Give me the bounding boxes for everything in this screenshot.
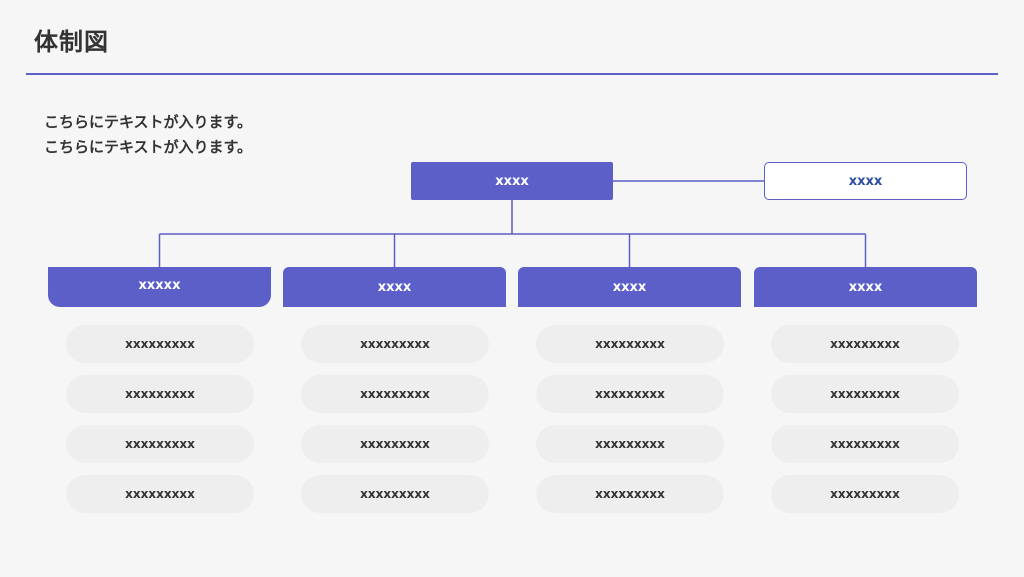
department-label: xxxx: [848, 279, 883, 295]
list-item: xxxxxxxxx: [771, 325, 959, 363]
department-header-2: xxxx: [283, 267, 506, 307]
side-node-label: xxxx: [848, 173, 883, 189]
department-label: xxxxx: [138, 277, 181, 293]
intro-line: こちらにテキストが入ります。: [44, 113, 253, 131]
intro-line: こちらにテキストが入ります。: [44, 138, 253, 156]
department-label: xxxx: [612, 279, 647, 295]
list-item: xxxxxxxxx: [536, 425, 724, 463]
title-divider: [26, 73, 998, 75]
intro-text: こちらにテキストが入ります。 こちらにテキストが入ります。: [44, 110, 252, 160]
list-item: xxxxxxxxx: [771, 425, 959, 463]
list-item: xxxxxxxxx: [66, 375, 254, 413]
list-item: xxxxxxxxx: [301, 325, 489, 363]
list-item: xxxxxxxxx: [301, 375, 489, 413]
list-item: xxxxxxxxx: [301, 475, 489, 513]
list-item: xxxxxxxxx: [66, 425, 254, 463]
list-item: xxxxxxxxx: [66, 325, 254, 363]
list-item: xxxxxxxxx: [771, 475, 959, 513]
department-header-4: xxxx: [754, 267, 977, 307]
department-list-3: xxxxxxxxx xxxxxxxxx xxxxxxxxx xxxxxxxxx: [536, 325, 724, 525]
list-item: xxxxxxxxx: [66, 475, 254, 513]
list-item: xxxxxxxxx: [536, 475, 724, 513]
department-list-2: xxxxxxxxx xxxxxxxxx xxxxxxxxx xxxxxxxxx: [301, 325, 489, 525]
department-label: xxxx: [377, 279, 412, 295]
department-list-4: xxxxxxxxx xxxxxxxxx xxxxxxxxx xxxxxxxxx: [771, 325, 959, 525]
list-item: xxxxxxxxx: [536, 325, 724, 363]
list-item: xxxxxxxxx: [771, 375, 959, 413]
list-item: xxxxxxxxx: [536, 375, 724, 413]
top-node: xxxx: [411, 162, 613, 200]
department-header-3: xxxx: [518, 267, 741, 307]
list-item: xxxxxxxxx: [301, 425, 489, 463]
page-title: 体制図: [34, 28, 109, 56]
top-node-label: xxxx: [495, 173, 529, 189]
side-node: xxxx: [764, 162, 967, 200]
department-header-1: xxxxx: [48, 267, 271, 307]
department-list-1: xxxxxxxxx xxxxxxxxx xxxxxxxxx xxxxxxxxx: [66, 325, 254, 525]
